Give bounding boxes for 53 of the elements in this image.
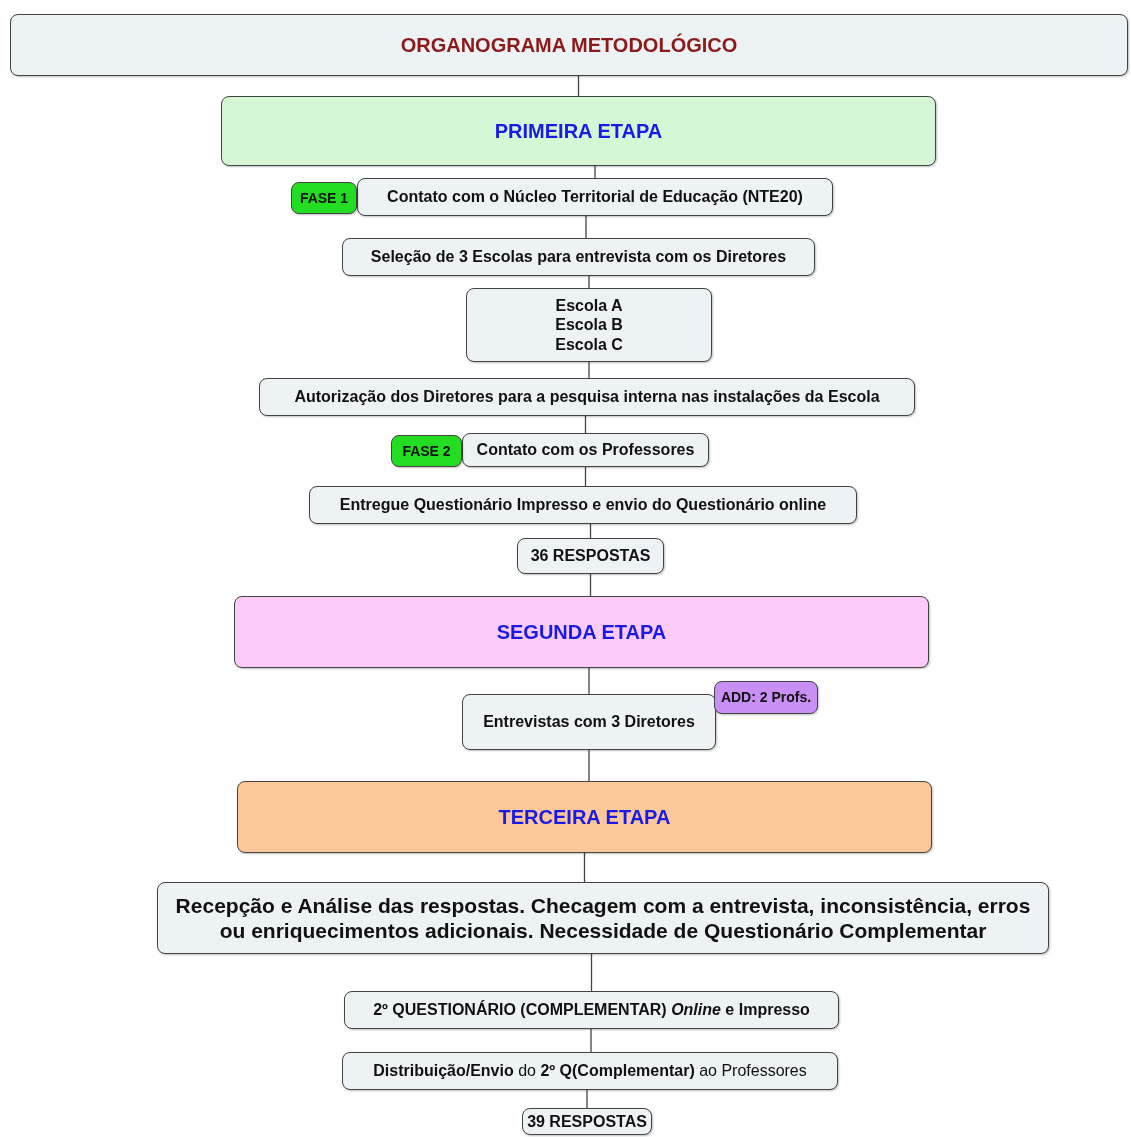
process-box: [517, 538, 664, 574]
connector-line: [589, 573, 592, 597]
process-box: [466, 288, 712, 362]
process-box: [344, 991, 839, 1029]
process-box: [157, 882, 1049, 954]
connector-line: [590, 1028, 592, 1053]
process-box: [462, 433, 709, 467]
process-box: [342, 1052, 838, 1090]
process-box: [462, 694, 716, 750]
node-label: 2º QUESTIONÁRIO (COMPLEMENTAR) Online e Impresso: [373, 1000, 810, 1020]
node-label: Contato com os Professores: [476, 440, 695, 460]
node-label: FASE 2: [402, 442, 451, 460]
node-label: ORGANOGRAMA METODOLÓGICO: [400, 33, 738, 57]
tag-box: [714, 681, 818, 714]
node-label: Contato com o Núcleo Territorial de Educação (NTE20): [387, 187, 803, 207]
process-box: [522, 1108, 652, 1135]
list-item: Escola A: [555, 296, 623, 316]
node-label: Entrevistas com 3 Diretores: [483, 712, 695, 732]
node-label: 39 RESPOSTAS: [527, 1111, 647, 1132]
node-label: PRIMEIRA ETAPA: [494, 119, 663, 143]
process-box: [357, 178, 833, 216]
tag-box: [291, 182, 357, 214]
connector-line: [588, 749, 590, 782]
process-box: [342, 238, 815, 276]
connector-line: [585, 215, 587, 239]
list-item: Escola C: [555, 334, 623, 354]
title-box: [10, 14, 1128, 76]
process-box: [309, 486, 857, 524]
connector-line: [594, 165, 596, 179]
connector-line: [588, 667, 590, 695]
node-label: Recepção e Análise das respostas. Checagem com a entrevista, inconsistência, erros ou enriquecimentos adicionais. Necessidade de Questionário Complementar: [174, 892, 1032, 944]
connector-line: [586, 1089, 588, 1109]
process-box: [259, 378, 915, 416]
stage-box: [234, 596, 929, 668]
node-label: SEGUNDA ETAPA: [496, 620, 667, 644]
connector-line: [588, 361, 590, 379]
stage-box: [221, 96, 936, 166]
connector-line: [584, 466, 587, 487]
tag-box: [391, 435, 462, 467]
node-label: Autorização dos Diretores para a pesquisa interna nas instalações da Escola: [294, 387, 880, 407]
node-label: ADD: 2 Profs.: [720, 689, 812, 706]
connector-line: [583, 852, 586, 883]
node-label: TERCEIRA ETAPA: [498, 805, 671, 829]
node-label: Distribuição/Envio do 2º Q(Complementar) ao Professores: [373, 1061, 807, 1081]
node-label: 36 RESPOSTAS: [530, 546, 651, 566]
connector-line: [590, 953, 593, 992]
node-label: Seleção de 3 Escolas para entrevista com os Diretores: [370, 247, 787, 267]
connector-line: [577, 75, 580, 97]
node-label: Entregue Questionário Impresso e envio do Questionário online: [339, 495, 827, 515]
node-label: FASE 1: [299, 189, 349, 207]
connector-line: [588, 275, 590, 289]
stage-box: [237, 781, 932, 853]
list-item: Escola B: [555, 315, 623, 335]
